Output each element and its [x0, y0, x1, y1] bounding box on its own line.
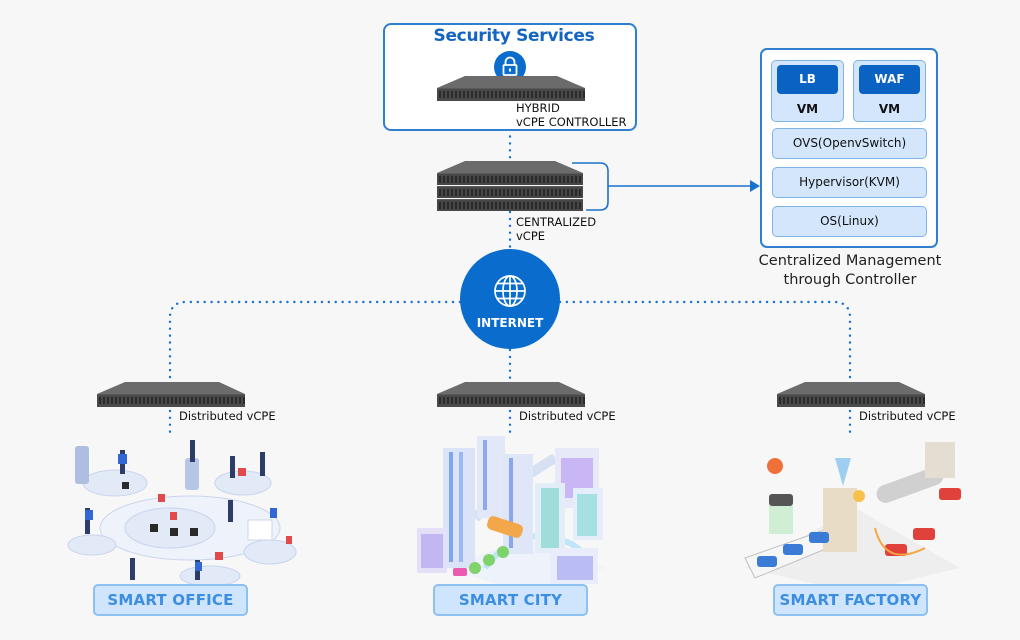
distributed-vcpe-city-device: [437, 382, 585, 408]
smart-factory-illustration: [744, 442, 961, 593]
distributed-vcpe-factory-device: [777, 382, 925, 408]
dotted-link-internet-to-factory: [558, 300, 852, 382]
vm-card-lb: LB VM: [771, 60, 844, 122]
hybrid-label-line1: HYBRID: [516, 101, 560, 115]
vm-name: LB: [777, 65, 838, 94]
dotted-link-internet-to-office: [168, 300, 462, 382]
hybrid-vcpe-controller-device: [437, 76, 585, 102]
internet-label: INTERNET: [476, 316, 544, 330]
vm-name: WAF: [859, 65, 920, 94]
distributed-vcpe-factory-label: Distributed vCPE: [859, 409, 956, 423]
internet-node: [460, 249, 560, 349]
distributed-vcpe-office-device: [97, 382, 245, 408]
hybrid-label-line2: vCPE CONTROLLER: [516, 115, 627, 129]
distributed-vcpe-office-label: Distributed vCPE: [179, 409, 276, 423]
centralized-label-line2: vCPE: [516, 229, 546, 243]
vm-sub-label: VM: [796, 102, 819, 116]
centralized-label-line1: CENTRALIZED: [516, 215, 597, 229]
smart-city-illustration: [417, 436, 605, 593]
smart-office-illustration: [67, 440, 297, 587]
smart-factory-badge: SMART FACTORY: [773, 584, 928, 616]
distributed-vcpe-city-label: Distributed vCPE: [519, 409, 616, 423]
management-caption-line1: Centralized Management: [758, 253, 942, 269]
layer-hypervisor: Hypervisor(KVM): [772, 167, 927, 198]
management-stack-panel: LB VM WAF VM OVS(OpenvSwitch) Hypervisor…: [760, 48, 938, 248]
vm-sub-label: VM: [878, 102, 901, 116]
smart-city-badge: SMART CITY: [433, 584, 588, 616]
centralized-vcpe-device: [437, 161, 585, 211]
security-services-title: Security Services: [433, 26, 595, 46]
management-caption: Centralized Management through Controlle…: [752, 252, 948, 290]
layer-ovs: OVS(OpenvSwitch): [772, 128, 927, 159]
globe-icon: [494, 275, 526, 307]
smart-office-badge: SMART OFFICE: [93, 584, 248, 616]
management-caption-line2: through Controller: [783, 272, 917, 288]
arrow-head-icon: [750, 180, 760, 192]
layer-os: OS(Linux): [772, 206, 927, 237]
vm-card-waf: WAF VM: [853, 60, 926, 122]
